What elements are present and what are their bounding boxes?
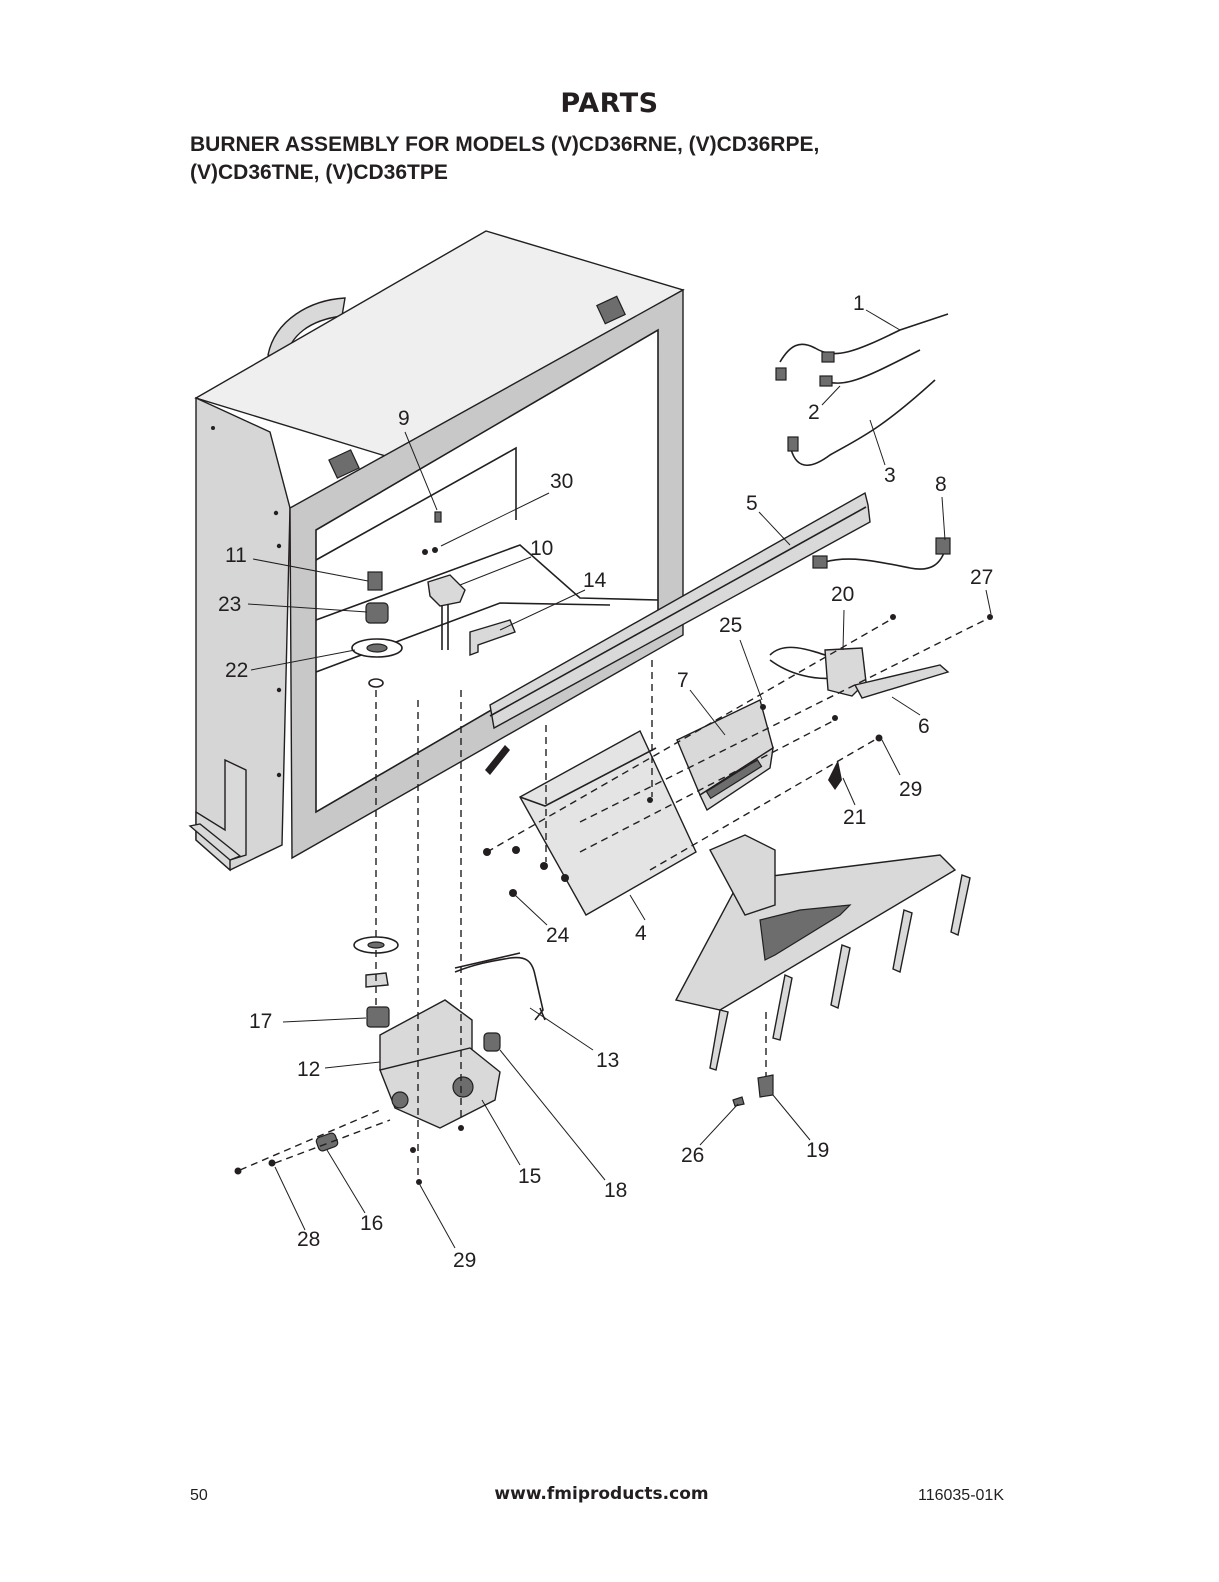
gas-valve-assembly — [315, 937, 545, 1152]
callout-29b: 29 — [453, 1249, 476, 1272]
callout-17: 17 — [249, 1010, 272, 1033]
callout-8: 8 — [935, 473, 947, 496]
callout-29a: 29 — [899, 778, 922, 801]
callout-15: 15 — [518, 1165, 541, 1188]
callout-22: 22 — [225, 659, 248, 682]
callout-21: 21 — [843, 806, 866, 829]
callout-10: 10 — [530, 537, 553, 560]
callout-23: 23 — [218, 593, 241, 616]
callout-11: 11 — [225, 544, 247, 567]
callout-4: 4 — [635, 922, 647, 945]
callout-16: 16 — [360, 1212, 383, 1235]
callout-20: 20 — [831, 583, 854, 606]
callout-5: 5 — [746, 492, 758, 515]
callout-26: 26 — [681, 1144, 704, 1167]
callout-9: 9 — [398, 407, 410, 430]
bracket-6 — [770, 647, 948, 698]
burner-grate — [676, 835, 970, 1070]
callout-6: 6 — [918, 715, 930, 738]
callout-27: 27 — [970, 566, 993, 589]
callout-24: 24 — [546, 924, 570, 947]
wire-harness — [776, 314, 948, 465]
bracket-7 — [677, 700, 773, 810]
callout-18: 18 — [604, 1179, 627, 1202]
callout-2: 2 — [808, 401, 820, 424]
website-url: www.fmiproducts.com — [0, 1484, 1203, 1504]
sleeve-19 — [733, 1075, 773, 1106]
callout-7: 7 — [677, 669, 689, 692]
callout-12: 12 — [297, 1058, 320, 1081]
document-number: 116035-01K — [918, 1487, 1004, 1505]
callout-13: 13 — [596, 1049, 619, 1072]
callout-25: 25 — [719, 614, 742, 637]
callout-28: 28 — [297, 1228, 320, 1251]
callout-1: 1 — [853, 292, 865, 315]
callout-19: 19 — [806, 1139, 829, 1162]
callout-30: 30 — [550, 470, 573, 493]
callout-14: 14 — [583, 569, 607, 592]
callout-3: 3 — [884, 464, 896, 487]
